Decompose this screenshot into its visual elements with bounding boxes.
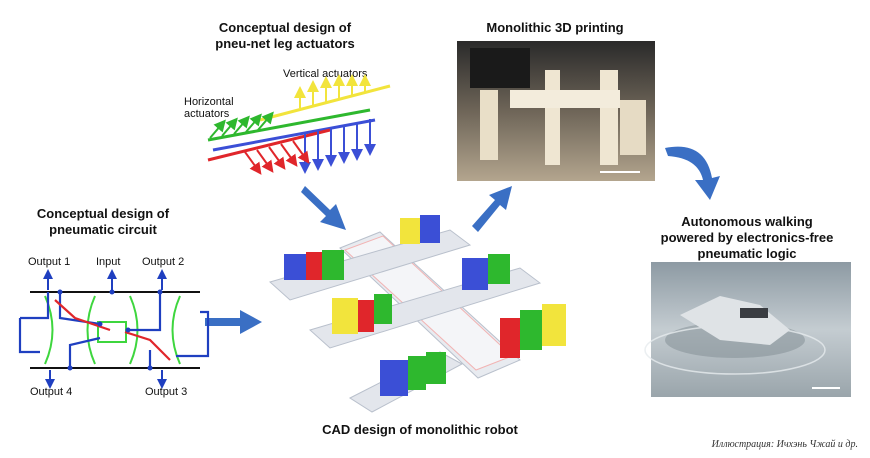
- arrow-circuit-to-cad: [205, 310, 262, 334]
- label-output1: Output 1: [28, 256, 71, 268]
- arrow-actuators-to-cad: [301, 186, 346, 230]
- pneumatic-circuit: [18, 269, 210, 389]
- title-pneu-net-line2: pneu-net leg actuators: [215, 36, 355, 51]
- cad-actuator-blocks: [284, 215, 566, 396]
- label-output2: Output 2: [142, 256, 185, 268]
- label-output4: Output 4: [30, 386, 73, 398]
- credit: Иллюстрация: Ичхэнь Чжай и др.: [711, 439, 858, 450]
- title-pneu-net-line1: Conceptual design of: [218, 20, 352, 35]
- title-autonomous: Autonomous walking powered by electronic…: [642, 214, 852, 262]
- walking-photo: [644, 262, 851, 397]
- label-horizontal-line1: Horizontal: [184, 96, 234, 108]
- label-input: Input: [96, 256, 121, 268]
- title-circuit: Conceptual design of pneumatic circuit: [18, 206, 188, 238]
- label-horizontal-actuators: Horizontal actuators: [184, 96, 234, 120]
- title-cad: CAD design of monolithic robot: [322, 422, 518, 437]
- flow-arrows: [205, 146, 720, 334]
- printing-photo: [457, 41, 655, 181]
- title-autonomous-line3: pneumatic logic: [697, 246, 797, 261]
- arrow-printing-to-walking: [665, 146, 720, 200]
- title-printing: Monolithic 3D printing: [486, 20, 624, 35]
- title-circuit-line2: pneumatic circuit: [49, 222, 157, 237]
- label-output3: Output 3: [145, 386, 188, 398]
- cad-robot: [268, 215, 566, 413]
- label-horizontal-line2: actuators: [184, 108, 230, 120]
- title-circuit-line1: Conceptual design of: [36, 206, 170, 221]
- arrow-cad-to-printing: [472, 186, 512, 232]
- pneu-net-actuators: [207, 74, 391, 175]
- title-autonomous-line1: Autonomous walking: [681, 214, 813, 229]
- title-pneu-net: Conceptual design of pneu-net leg actuat…: [180, 20, 390, 52]
- title-autonomous-line2: powered by electronics-free: [660, 230, 834, 245]
